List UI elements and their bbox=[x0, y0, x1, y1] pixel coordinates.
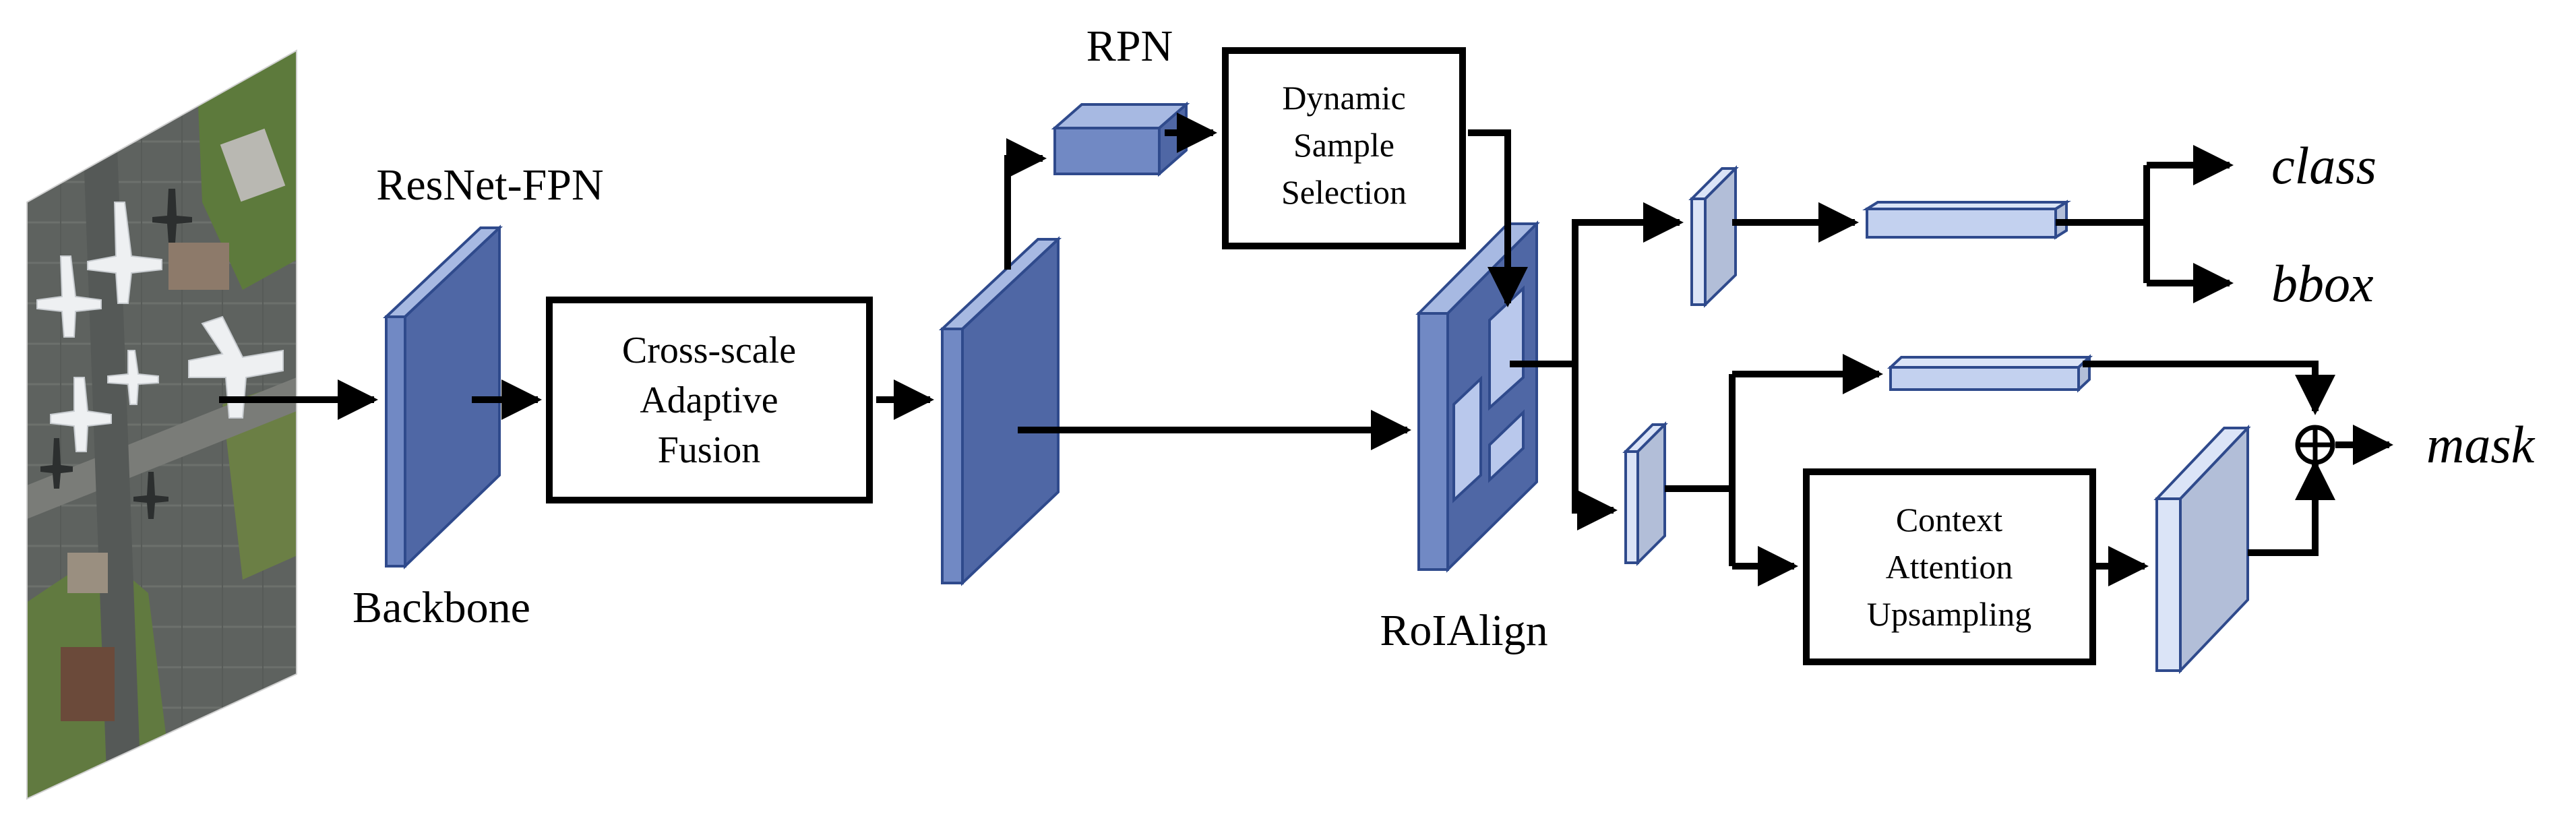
connectors bbox=[219, 113, 2393, 586]
cau-line-3: Upsampling bbox=[1867, 595, 2031, 633]
backbone-top-label: ResNet-FPN bbox=[376, 160, 603, 210]
roialign-block bbox=[1415, 220, 1540, 573]
fused-feature-block bbox=[938, 236, 1062, 586]
rpn-block bbox=[1051, 101, 1190, 177]
fc-bar-mask bbox=[1887, 354, 2093, 393]
mask-branch-feature bbox=[1622, 421, 1668, 566]
fc-bar-box bbox=[1862, 200, 2071, 240]
output-class: class bbox=[2271, 136, 2376, 195]
roi-regions bbox=[1452, 285, 1525, 503]
box-branch-feature bbox=[1688, 165, 1739, 308]
fusion-line-3: Fusion bbox=[658, 429, 761, 471]
circled-plus-icon bbox=[2295, 425, 2335, 465]
rpn-label: RPN bbox=[1086, 22, 1173, 71]
upsampled-feature bbox=[2153, 425, 2251, 674]
output-bbox: bbox bbox=[2271, 254, 2374, 313]
roialign-label: RoIAlign bbox=[1380, 606, 1547, 655]
dss-line-2: Sample bbox=[1293, 126, 1394, 164]
dynamic-sample-selection-box bbox=[1222, 47, 1466, 249]
cau-line-1: Context bbox=[1896, 501, 2002, 539]
cau-line-2: Attention bbox=[1886, 548, 2013, 586]
dss-line-1: Dynamic bbox=[1282, 79, 1405, 117]
output-mask: mask bbox=[2426, 415, 2536, 474]
dss-line-3: Selection bbox=[1281, 173, 1407, 211]
fusion-line-2: Adaptive bbox=[640, 379, 778, 421]
fusion-line-1: Cross-scale bbox=[622, 330, 796, 371]
backbone-block bbox=[382, 224, 503, 570]
backbone-bottom-label: Backbone bbox=[352, 583, 530, 632]
input-aerial-image bbox=[26, 49, 297, 800]
cross-scale-fusion-box bbox=[546, 297, 873, 503]
